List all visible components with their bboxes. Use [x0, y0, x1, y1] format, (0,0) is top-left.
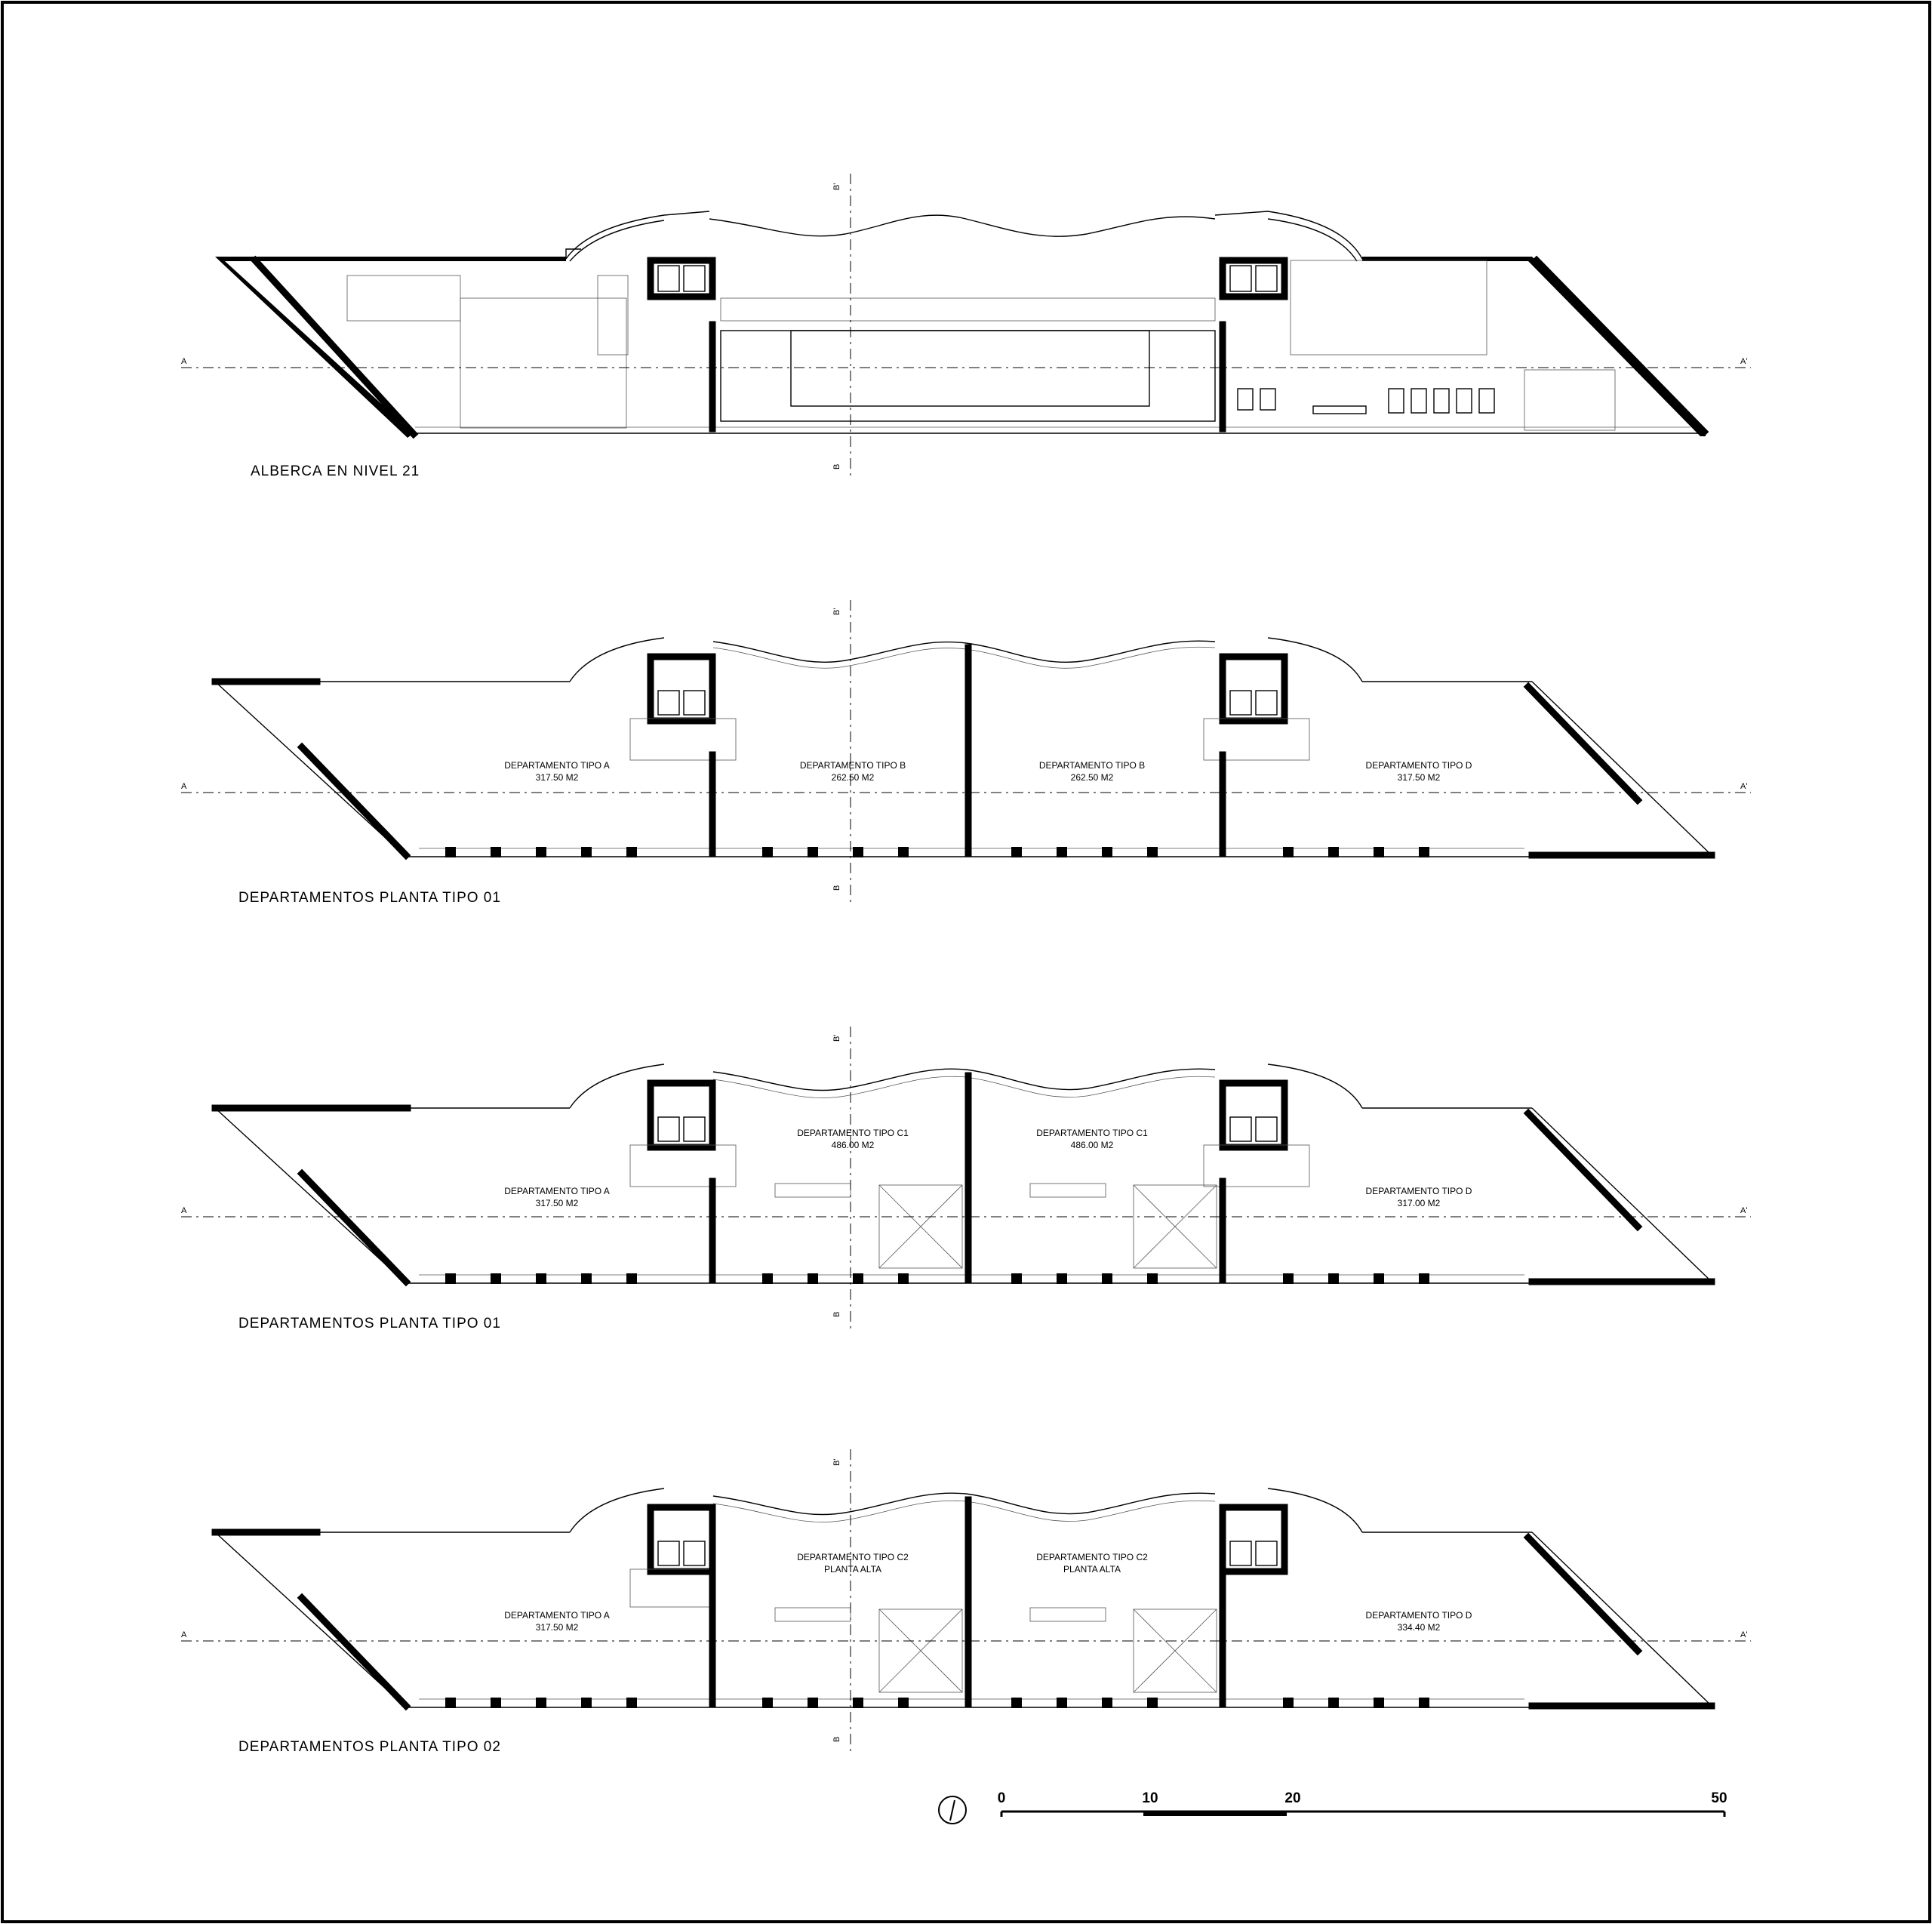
axis-a-label-left: A: [181, 782, 187, 791]
axis-b-label-top: B': [832, 183, 841, 190]
axis-a-label-left: A: [181, 357, 187, 366]
scale-bar: 0 10 20 50: [998, 1790, 1727, 1817]
scale-tick-label: 50: [1711, 1790, 1727, 1806]
wavy-facade: [712, 1492, 1216, 1516]
axis-a-label-right: A': [1740, 357, 1747, 366]
unit-area: 334.40 M2: [1398, 1622, 1441, 1633]
unit-name: DEPARTAMENTO TIPO A: [504, 760, 610, 771]
unit-area: PLANTA ALTA: [1063, 1564, 1121, 1575]
unit-name: DEPARTAMENTO TIPO D: [1366, 760, 1472, 771]
axis-b-label-bottom: B: [832, 885, 841, 891]
unit-name: DEPARTAMENTO TIPO B: [1039, 760, 1145, 771]
unit-name: DEPARTAMENTO TIPO C1: [1036, 1128, 1148, 1138]
unit-area: 317.00 M2: [1398, 1198, 1441, 1208]
double-height-void: [878, 1184, 963, 1269]
left-diagonal-wall: [297, 742, 411, 860]
left-diagonal-wall: [297, 1168, 411, 1287]
axis-b-label-bottom: B: [832, 1312, 841, 1317]
scale-tick-label: 20: [1284, 1790, 1300, 1806]
axis-b-label-top: B': [832, 1035, 841, 1042]
right-curved-facade: [1267, 637, 1363, 682]
plan-caption: DEPARTAMENTOS PLANTA TIPO 02: [238, 1739, 501, 1755]
axis-a-label-right: A': [1740, 782, 1747, 791]
elevator-core-right: [1219, 653, 1288, 725]
axis-a-label-right: A': [1740, 1630, 1747, 1639]
right-curved-facade: [1267, 1488, 1363, 1533]
right-diagonal-wall: [1523, 1532, 1643, 1656]
plan-alberca-nivel-21: A A' B' B ALBERCA EN NIVEL 21: [181, 174, 1751, 479]
axis-a-label-left: A: [181, 1206, 187, 1215]
unit-name: DEPARTAMENTO TIPO C2: [1036, 1552, 1148, 1562]
left-curved-facade: [565, 211, 710, 260]
elevator-core-left: [647, 1079, 716, 1151]
axis-a-label-right: A': [1740, 1206, 1747, 1215]
double-height-void: [1133, 1184, 1217, 1269]
unit-area: 486.00 M2: [832, 1140, 875, 1150]
elevator-core-right: [1219, 1079, 1288, 1151]
unit-name: DEPARTAMENTO TIPO D: [1366, 1610, 1472, 1621]
elevator-core-left: [647, 653, 716, 725]
left-curved-facade: [569, 1064, 665, 1109]
pool-basin: [790, 330, 1150, 407]
stair: [597, 275, 629, 356]
right-facade-wall: [1362, 257, 1706, 436]
unit-name: DEPARTAMENTO TIPO C2: [797, 1552, 909, 1562]
elevator-core-right: [1219, 1504, 1288, 1575]
unit-name: DEPARTAMENTO TIPO A: [504, 1186, 610, 1196]
plan-caption: DEPARTAMENTOS PLANTA TIPO 01: [238, 1316, 501, 1331]
unit-name: DEPARTAMENTO TIPO A: [504, 1610, 610, 1621]
unit-area: 262.50 M2: [1071, 772, 1114, 783]
wavy-facade: [709, 214, 1216, 237]
plan-tipo-02: DEPARTAMENTO TIPO C2 PLANTA ALTA DEPARTA…: [181, 1449, 1751, 1755]
scale-tick-label: 0: [998, 1790, 1006, 1806]
unit-area: 486.00 M2: [1071, 1140, 1114, 1150]
facade-mullions: [445, 1698, 1429, 1708]
double-height-void: [878, 1608, 963, 1693]
scale-tick-label: 10: [1142, 1790, 1158, 1806]
unit-area: 317.50 M2: [1398, 772, 1441, 783]
left-amenity-rooms: [460, 297, 627, 429]
elevator-core-left: [647, 257, 716, 300]
elevator-core-right: [1219, 257, 1288, 300]
unit-area: 262.50 M2: [832, 772, 875, 783]
axis-a-label-left: A: [181, 1630, 187, 1639]
right-diagonal-wall: [1523, 682, 1643, 805]
axis-b-label-bottom: B: [832, 1737, 841, 1742]
right-curved-facade: [1267, 1064, 1363, 1109]
axis-b-label-bottom: B: [832, 464, 841, 469]
plan-tipo-01-a: DEPARTAMENTO TIPO A 317.50 M2 DEPARTAMEN…: [181, 600, 1751, 906]
north-arrow-icon: [938, 1796, 967, 1824]
left-curved-facade: [569, 637, 665, 682]
plan-caption: ALBERCA EN NIVEL 21: [251, 463, 420, 479]
unit-name: DEPARTAMENTO TIPO B: [800, 760, 906, 771]
unit-area: 317.50 M2: [536, 1622, 579, 1633]
wavy-facade: [712, 1068, 1216, 1091]
unit-name: DEPARTAMENTO TIPO C1: [797, 1128, 909, 1138]
right-diagonal-wall: [1523, 1108, 1643, 1232]
unit-area: PLANTA ALTA: [824, 1564, 881, 1575]
unit-name: DEPARTAMENTO TIPO D: [1366, 1186, 1472, 1196]
double-height-void: [1133, 1608, 1217, 1693]
pool: [720, 330, 1216, 422]
left-curved-facade: [569, 1488, 665, 1533]
wavy-facade: [712, 640, 1216, 663]
facade-mullions: [445, 847, 1429, 857]
plan-tipo-01-b: DEPARTAMENTO TIPO C1 486.00 M2 DEPARTAME…: [181, 1027, 1751, 1331]
elevator-core-left: [647, 1504, 716, 1575]
right-amenity-rooms: [1290, 260, 1487, 356]
right-curved-facade: [1214, 211, 1363, 260]
unit-area: 317.50 M2: [536, 772, 579, 783]
left-diagonal-wall: [250, 255, 419, 439]
left-diagonal-wall: [297, 1593, 411, 1711]
unit-area: 317.50 M2: [536, 1198, 579, 1208]
axis-b-label-top: B': [832, 1459, 841, 1466]
axis-b-label-top: B': [832, 608, 841, 615]
plan-caption: DEPARTAMENTOS PLANTA TIPO 01: [238, 890, 501, 906]
facade-mullions: [445, 1273, 1429, 1284]
